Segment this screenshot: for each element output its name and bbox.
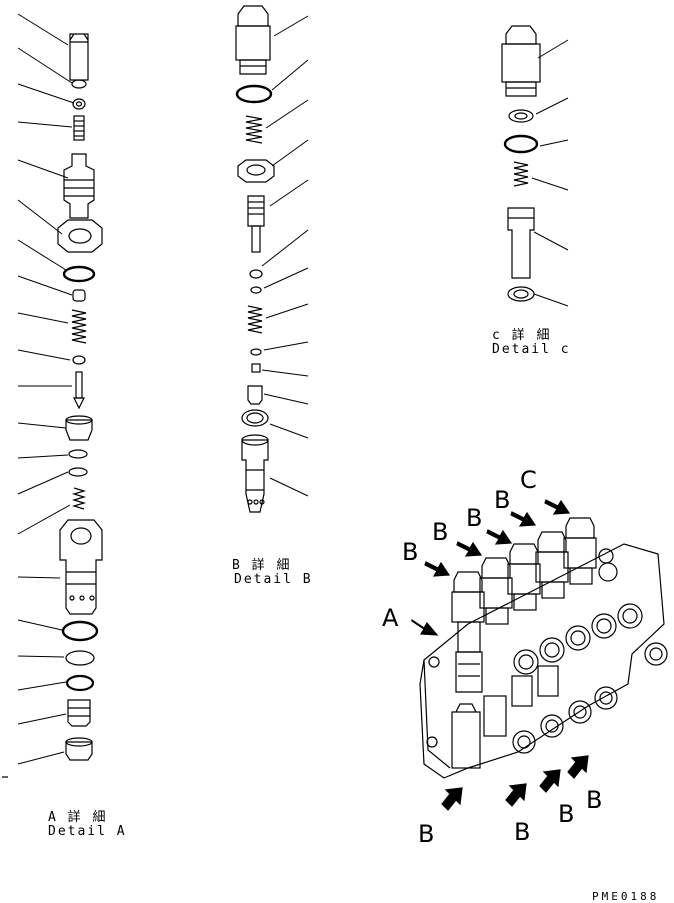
detail-a-parts xyxy=(2,13,103,778)
valve-assembly xyxy=(419,517,668,779)
arrow-a xyxy=(411,618,439,636)
detail-c-caption-en: Detail c xyxy=(492,342,571,357)
callout-b-6: B xyxy=(514,818,531,846)
detail-a-caption-en: Detail A xyxy=(48,824,127,839)
callout-a: A xyxy=(382,604,399,632)
callout-b-1: B xyxy=(402,538,419,566)
valve-ports xyxy=(512,548,668,754)
detail-a-caption-jp: A 詳 細 xyxy=(48,810,108,825)
detail-b-caption-en: Detail B xyxy=(234,572,313,587)
detail-a-leaders xyxy=(17,13,75,765)
detail-b-parts xyxy=(235,5,309,513)
drawing-code: PME0188 xyxy=(592,890,660,903)
detail-c-leaders xyxy=(531,39,569,307)
detail-b-leaders xyxy=(261,15,309,497)
callout-b-5: B xyxy=(418,820,435,848)
detail-b-caption-jp: B 詳 細 xyxy=(232,558,292,573)
detail-c-parts xyxy=(501,25,569,307)
callout-arrows xyxy=(411,499,589,811)
valve-cartridges xyxy=(451,517,597,693)
callout-b-2: B xyxy=(432,518,449,546)
callout-b-4: B xyxy=(494,486,511,514)
lower-cartridges xyxy=(451,665,559,769)
detail-c-caption-jp: c 詳 細 xyxy=(492,328,552,343)
callout-b-7: B xyxy=(558,800,575,828)
callout-b-8: B xyxy=(586,786,603,814)
callout-c: C xyxy=(520,466,537,494)
callout-b-3: B xyxy=(466,504,483,532)
